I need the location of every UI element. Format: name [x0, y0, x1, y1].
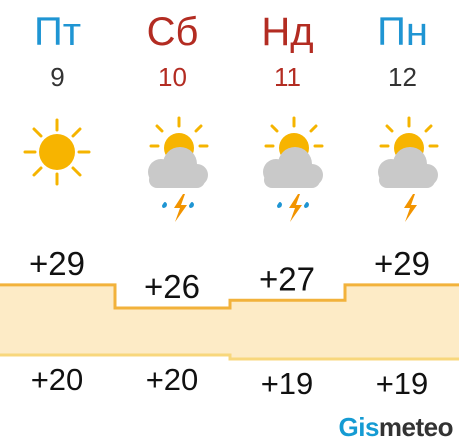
min-temperature: +20 [146, 362, 199, 397]
brand-meteo: meteo [378, 412, 454, 442]
max-temperature: +26 [144, 268, 200, 305]
day-name: Пн [377, 10, 428, 54]
gismeteo-logo[interactable]: Gismeteo [339, 412, 454, 442]
day-column-friday: Пт 9 [0, 0, 115, 240]
min-temperature: +20 [31, 362, 84, 397]
sun-cloud-rain-thunder-icon [263, 116, 324, 222]
day-name: Сб [146, 10, 199, 54]
temperature-band [0, 284, 459, 359]
min-temperature: +19 [261, 366, 314, 401]
min-temperature-line [0, 353, 459, 361]
day-date: 11 [274, 62, 301, 92]
day-name: Нд [261, 10, 314, 54]
day-date: 9 [50, 62, 65, 92]
day-date: 12 [388, 62, 417, 92]
sun-cloud-thunder-icon [378, 116, 439, 222]
sun-icon [23, 118, 91, 186]
day-column-saturday: Сб 10 [115, 0, 230, 240]
day-column-monday: Пн 12 [345, 0, 459, 240]
brand-gis: Gis [338, 412, 380, 442]
max-temperature: +29 [29, 245, 85, 282]
sun-cloud-rain-thunder-icon [148, 116, 209, 222]
day-name: Пт [33, 10, 82, 54]
max-temperature-line [0, 283, 459, 310]
max-temperature: +29 [374, 245, 430, 282]
day-date: 10 [158, 62, 187, 92]
max-temperature: +27 [259, 260, 315, 297]
min-temperature: +19 [376, 366, 429, 401]
day-column-sunday: Нд 11 [230, 0, 345, 240]
